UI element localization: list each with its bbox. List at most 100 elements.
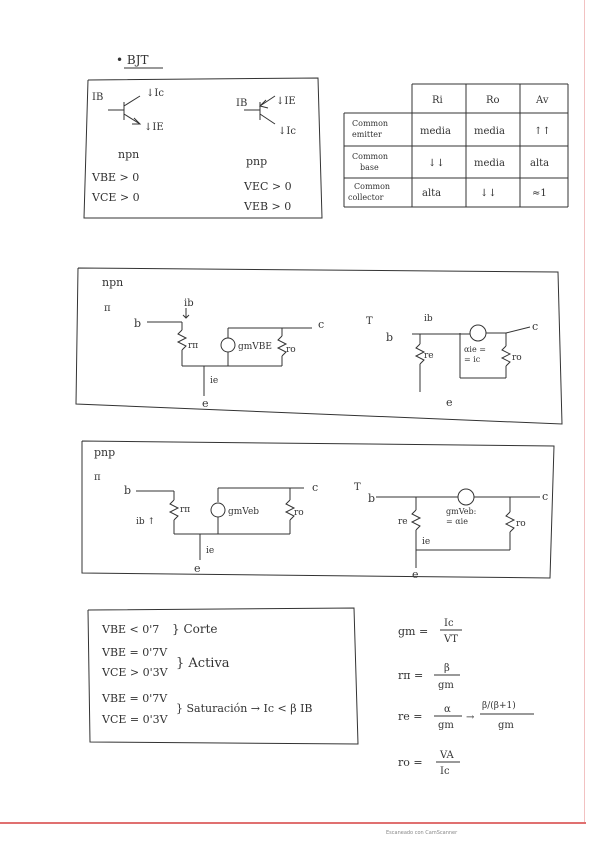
formula-re-den2: gm [498,720,514,731]
npn-ro-label: ro [286,345,296,355]
pnp-ib-label: IB [236,98,247,109]
npn-pi-circuit [147,308,312,396]
pnp-ie-label: ↓IE [276,96,296,107]
npn-symbol [108,95,142,125]
pnp-pi-label: π [94,472,101,483]
formula-ro-den: Ic [440,766,450,777]
npn-ie-label: ie [210,376,218,386]
pnp-t-ie-label: ie [422,537,430,547]
pnp-t-e-node: e [412,568,419,581]
pnp-t-gm-label: gmVeb: [446,507,476,516]
npn-t-label: T [366,316,373,327]
npn-section-title: npn [102,276,123,289]
table-cell: ↑↑ [534,126,551,137]
region-activa-vce: VCE > 0'3V [101,666,169,679]
pnp-t-label: T [354,482,361,493]
formula-ro-num: VA [439,750,455,761]
npn-ib-label: ib [184,298,194,309]
table-row-label: Common [354,182,390,191]
region-corte-cond: VBE < 0'7 [101,623,159,636]
pnp-ro-label: ro [294,508,304,518]
npn-cond-vbe: VBE > 0 [91,171,139,184]
npn-t-circuit [412,324,531,392]
pnp-t-c-node: c [542,490,548,503]
page-bottom-line [0,822,586,824]
table-cell: media [474,158,505,169]
pnp-t-ro-label: ro [516,519,526,529]
table-row-label: collector [348,193,384,202]
region-corte-label: } Corte [172,622,218,636]
npn-b-node: b [134,317,141,330]
bjt-box [83,77,323,219]
formula-gm-num: Ic [444,618,454,629]
formula-rpi-den: gm [438,680,454,691]
fraction-bars [434,629,534,763]
table-header-av: Av [535,95,549,106]
pnp-t-b-node: b [368,492,375,505]
pnp-e-node: e [194,562,201,575]
pnp-symbol [244,95,276,125]
npn-t-e-node: e [446,396,453,409]
pnp-rpi-label: rπ [180,505,190,515]
formula-gm-den: VT [443,634,458,645]
pnp-b-node: b [124,484,131,497]
table-row-label: emitter [352,130,382,139]
pnp-t-circuit [376,488,540,568]
region-activa-label: } Activa [176,656,230,671]
npn-gm-label: gmVBE [238,342,272,352]
npn-t-b-node: b [386,331,393,344]
pnp-cond-vec: VEC > 0 [243,180,292,193]
npn-t-re-label: re [424,351,434,361]
formula-re-num: α [444,704,451,715]
region-sat-vbe: VBE = 0'7V [101,692,168,705]
formula-gm-lhs: gm = [398,625,428,638]
region-sat-vce: VCE = 0'3V [101,713,169,726]
npn-t-alpha-label: = ic [464,355,481,364]
config-table-grid [343,83,569,208]
pnp-c-node: c [312,481,318,494]
table-cell: ≈1 [532,188,547,199]
npn-ib-label: IB [92,92,103,103]
formula-re-num2: β/(β+1) [482,700,516,711]
formula-rpi-num: β [444,663,450,674]
scanner-footer: Escaneado con CamScanner [386,830,458,836]
pnp-cond-veb: VEB > 0 [243,200,291,213]
npn-rpi-label: rπ [188,341,198,351]
table-cell: alta [422,188,441,199]
table-header-ro: Ro [486,95,500,106]
page-edge-line [584,0,585,822]
region-activa-vbe: VBE = 0'7V [101,646,168,659]
npn-ic-label: ↓Ic [146,88,164,99]
npn-t-alpha-label: αie = [464,345,486,354]
table-row-label: Common [352,119,388,128]
pnp-t-gm-label: = αie [446,517,468,526]
npn-ie-label: ↓IE [144,122,164,133]
formula-ro-lhs: ro = [398,756,423,769]
npn-box [75,267,563,425]
region-sat-label: } Saturación → Ic < β IB [176,702,313,715]
pnp-t-re-label: re [398,517,408,527]
npn-e-node: e [202,397,209,410]
heading: • BJT [116,53,149,67]
table-row-label: base [360,163,379,172]
pnp-type-label: pnp [246,155,267,168]
formula-re-den: gm [438,720,454,731]
npn-t-ro-label: ro [512,353,522,363]
npn-c-node: c [318,318,324,331]
formula-rpi-lhs: rπ = [398,669,423,682]
npn-type-label: npn [118,148,139,161]
npn-t-ib-label: ib [424,314,433,324]
pnp-ic-label: ↓Ic [278,126,296,137]
formula-re-arrow: → [466,712,475,723]
table-cell: media [420,126,451,137]
npn-t-c-node: c [532,320,538,333]
table-cell: media [474,126,505,137]
table-cell: ↓↓ [480,188,497,199]
regions-box [87,607,359,745]
pnp-section-title: pnp [94,446,115,459]
table-cell: alta [530,158,549,169]
pnp-pi-circuit [136,487,304,560]
pnp-box [81,440,555,579]
